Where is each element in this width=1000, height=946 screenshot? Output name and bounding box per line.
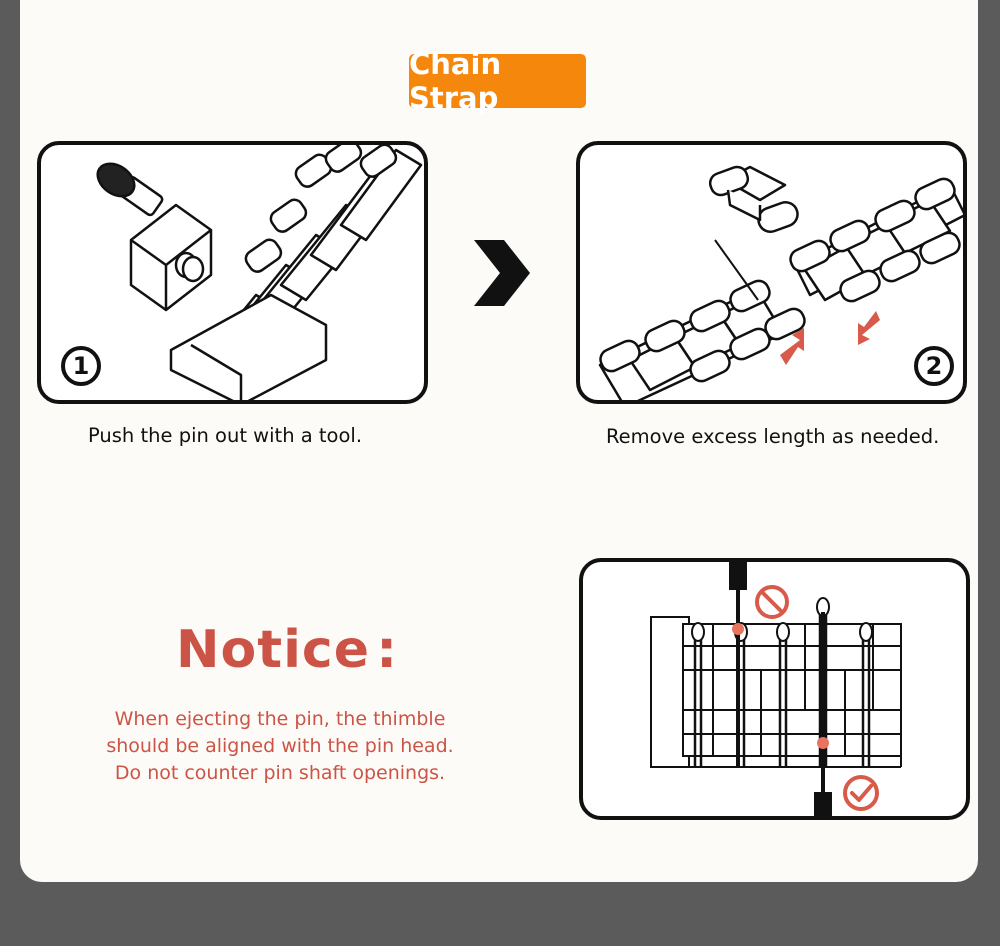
pin-alignment-diagram xyxy=(650,562,902,816)
notice-title: Notice : xyxy=(176,620,398,680)
notice-text: When ejecting the pin, the thimble shoul… xyxy=(60,706,500,787)
notice-line: Do not counter pin shaft openings. xyxy=(114,762,446,784)
remove-links-illustration xyxy=(598,165,963,400)
step-2-panel: 2 xyxy=(576,141,967,404)
page-title: Chain Strap xyxy=(409,47,586,115)
pin-removal-tool-illustration xyxy=(96,145,423,400)
pin-alignment-panel xyxy=(579,558,970,820)
step-2-badge: 2 xyxy=(914,346,954,386)
chevron-right-icon xyxy=(474,240,530,306)
step-2-caption: Remove excess length as needed. xyxy=(606,425,940,448)
step-1-caption: Push the pin out with a tool. xyxy=(88,424,363,447)
notice-line: should be aligned with the pin head. xyxy=(106,735,454,757)
notice-line: When ejecting the pin, the thimble xyxy=(114,708,446,730)
check-circle-icon xyxy=(843,775,879,811)
step-1-panel: 1 xyxy=(37,141,428,404)
step-1-badge: 1 xyxy=(61,346,101,386)
prohibited-icon xyxy=(755,585,789,619)
